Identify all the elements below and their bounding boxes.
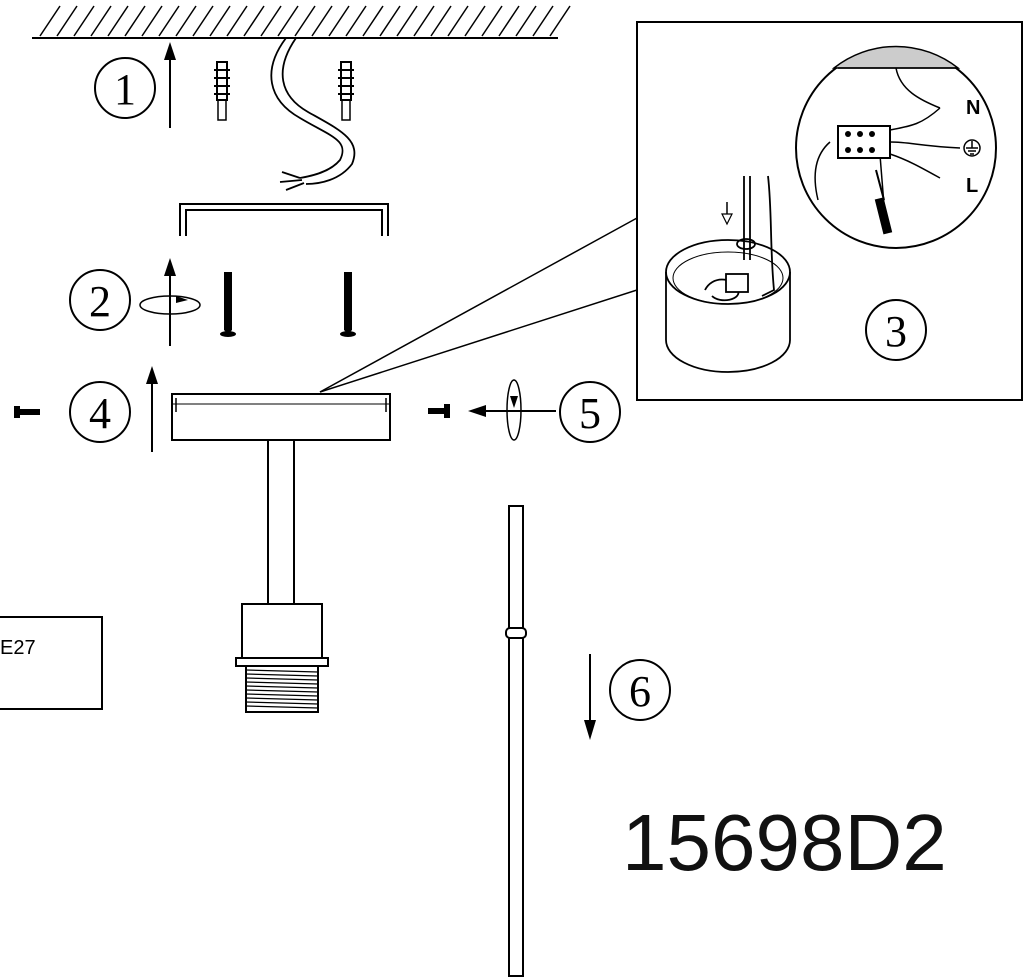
socket-thread-line xyxy=(245,689,319,693)
step-1: 1 xyxy=(94,37,356,191)
socket-thread-line xyxy=(245,701,319,705)
socket-thread-line xyxy=(245,693,319,697)
ceiling-hatch-line xyxy=(396,5,418,37)
terminal-block-icon xyxy=(837,125,891,159)
step-3-number: 3 xyxy=(885,307,907,356)
socket-thread-line xyxy=(245,685,319,689)
up-arrow-icon xyxy=(146,366,158,452)
side-screw-icon xyxy=(14,406,40,418)
step-6-circle xyxy=(609,659,671,721)
step-5: 5 xyxy=(428,379,621,443)
step-6-number: 6 xyxy=(629,667,651,716)
step-5-circle xyxy=(559,381,621,443)
step-3-detail-panel: N L 3 xyxy=(319,21,1023,401)
left-arrow-icon xyxy=(468,405,556,417)
up-arrow-icon xyxy=(164,258,176,346)
ceiling-hatch-line xyxy=(192,5,214,37)
screwdriver-icon xyxy=(874,169,893,235)
ceiling-hatch-line xyxy=(141,5,163,37)
ceiling-hatch-line xyxy=(413,5,435,37)
ceiling-hatch-line xyxy=(515,5,537,37)
ceiling-hatch-line xyxy=(277,5,299,37)
ceiling-hatch-line xyxy=(362,5,384,37)
down-arrow-icon xyxy=(721,202,733,226)
step-2-number: 2 xyxy=(89,277,111,326)
rotate-arrow-icon xyxy=(506,379,522,441)
earth-ground-icon xyxy=(963,139,981,157)
step-2-circle xyxy=(69,269,131,331)
step-6: 6 xyxy=(584,654,671,740)
side-screw-icon xyxy=(428,404,450,418)
socket-type-label-box: E27 xyxy=(0,616,103,710)
model-number: 15698D2 xyxy=(622,798,947,887)
ceiling-hatch-line xyxy=(498,5,520,37)
wall-plug-icon xyxy=(214,61,230,121)
mains-cable-icon xyxy=(270,37,356,191)
canopy xyxy=(171,393,391,441)
suspension-rod xyxy=(267,440,295,604)
socket-thread-line xyxy=(245,677,319,681)
down-arrow-icon xyxy=(584,654,596,740)
step-4: 4 xyxy=(14,366,158,452)
socket-thread-line xyxy=(245,681,319,685)
ceiling-hatch-line xyxy=(328,5,350,37)
ceiling-hatch-line xyxy=(175,5,197,37)
ceiling xyxy=(32,5,571,39)
up-arrow-icon xyxy=(164,42,176,128)
step-1-circle xyxy=(94,57,156,119)
ceiling-hatch-line xyxy=(464,5,486,37)
ceiling-hatch-line xyxy=(311,5,333,37)
socket-thread-line xyxy=(245,705,319,709)
ceiling-hatch-line xyxy=(158,5,180,37)
ceiling-hatch-line xyxy=(39,5,61,37)
step-4-circle xyxy=(69,381,131,443)
ceiling-hatch-line xyxy=(56,5,78,37)
screw-icon xyxy=(340,272,356,337)
step-3-circle xyxy=(865,299,927,361)
step-1-number: 1 xyxy=(114,65,136,114)
ceiling-hatch-line xyxy=(345,5,367,37)
screw-icon xyxy=(220,272,236,337)
mounting-bracket xyxy=(179,203,389,236)
ceiling-hatch-line xyxy=(209,5,231,37)
ceiling-hatch-line xyxy=(226,5,248,37)
live-label: L xyxy=(966,175,978,197)
neutral-label: N xyxy=(966,97,980,119)
step-5-number: 5 xyxy=(579,389,601,438)
ceiling-hatch-line xyxy=(90,5,112,37)
ceiling-hatch-line xyxy=(447,5,469,37)
step-2: 2 xyxy=(69,258,356,346)
lamp-socket xyxy=(235,603,329,713)
ceiling-hatch-line xyxy=(430,5,452,37)
ceiling-hatch-line xyxy=(379,5,401,37)
ceiling-hatch-line xyxy=(481,5,503,37)
wall-plug-icon xyxy=(338,61,354,121)
ceiling-hatch-line xyxy=(73,5,95,37)
terminal-detail: N L xyxy=(795,45,997,249)
socket-type-label: E27 xyxy=(0,637,36,659)
socket-thread-line xyxy=(245,669,319,673)
ceiling-hatch-line xyxy=(532,5,554,37)
ceiling-hatch-line xyxy=(107,5,129,37)
ceiling-hatch-line xyxy=(124,5,146,37)
socket-thread-line xyxy=(245,673,319,677)
step-4-number: 4 xyxy=(89,389,111,438)
ceiling-hatch-line xyxy=(260,5,282,37)
ceiling-hatch-line xyxy=(549,5,571,37)
ceiling-hatch-line xyxy=(294,5,316,37)
extension-rod xyxy=(505,505,527,977)
socket-thread-line xyxy=(245,697,319,701)
canopy-open-icon xyxy=(665,175,791,373)
ceiling-hatch-line xyxy=(243,5,265,37)
